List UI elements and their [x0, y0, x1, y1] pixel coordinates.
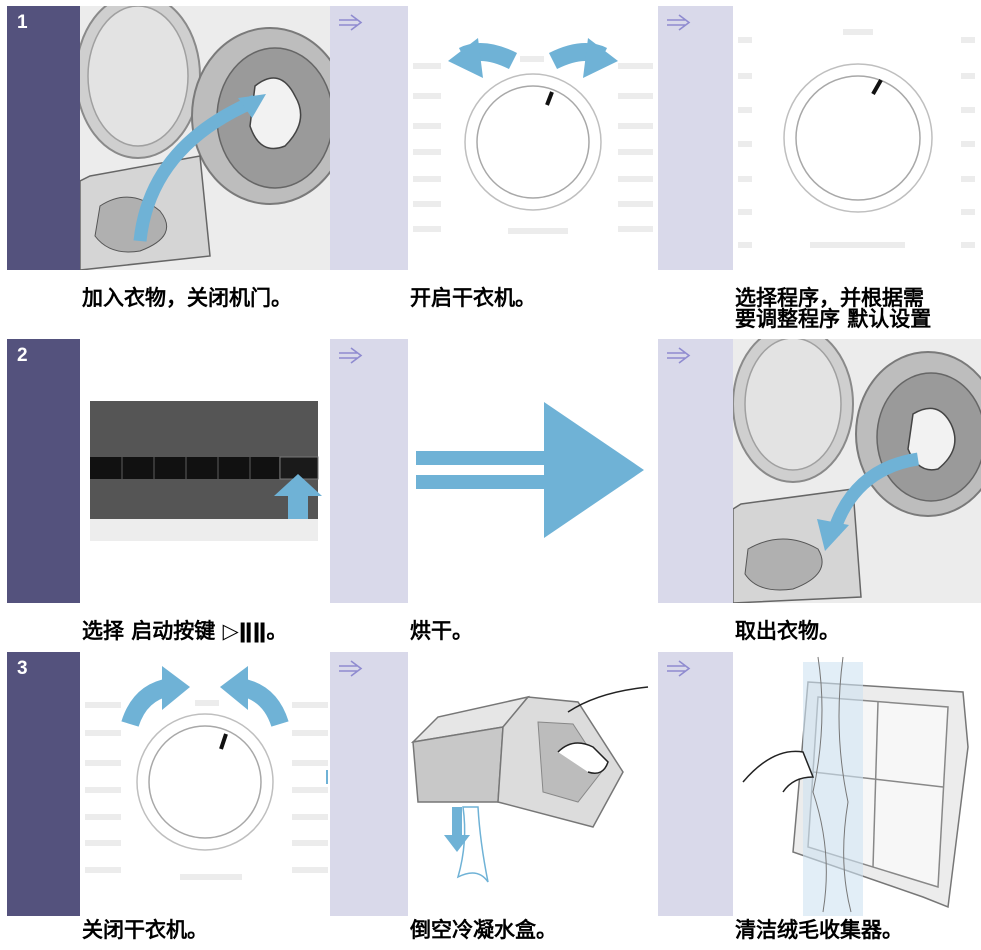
- illustration-press-start: [80, 339, 330, 603]
- next-arrow-icon: [339, 347, 363, 364]
- caption-turn-on: 开启干衣机。: [410, 286, 536, 310]
- step-number-block-1: 1: [7, 6, 80, 270]
- next-arrow-icon: [667, 14, 691, 31]
- caption-drying: 烘干。: [410, 619, 473, 643]
- caption-empty-condensate: 倒空冷凝水盒。: [410, 918, 557, 942]
- step-number: 3: [17, 658, 28, 679]
- illustration-drying: [408, 339, 658, 603]
- step-number: 2: [17, 345, 28, 366]
- caption-load-laundry: 加入衣物，关闭机门。: [82, 286, 292, 310]
- illustration-remove-laundry: [733, 339, 981, 603]
- step-number: 1: [17, 12, 28, 33]
- illustration-clean-lint-filter: [733, 652, 981, 916]
- illustration-select-program: [733, 6, 981, 270]
- caption-press-start: 选择 启动按键 ▷ǁǁ。: [82, 619, 288, 643]
- caption-select-program-line1: 选择程序，并根据需: [735, 286, 924, 310]
- next-arrow-icon: [667, 660, 691, 677]
- step-number-block-2: 2: [7, 339, 80, 603]
- illustration-turn-dial-off: [80, 652, 330, 916]
- next-arrow-icon: [339, 660, 363, 677]
- illustration-empty-condensate: [408, 652, 658, 916]
- illustration-turn-dial-on: [408, 6, 658, 270]
- illustration-load-laundry: [80, 6, 330, 270]
- caption-select-program-line2: 要调整程序 默认设置: [735, 307, 932, 331]
- caption-turn-off: 关闭干衣机。: [82, 918, 208, 942]
- caption-clean-lint-filter: 清洁绒毛收集器。: [735, 918, 903, 942]
- caption-remove-laundry: 取出衣物。: [735, 619, 840, 643]
- step-number-block-3: 3: [7, 652, 80, 916]
- next-arrow-icon: [339, 14, 363, 31]
- next-arrow-icon: [667, 347, 691, 364]
